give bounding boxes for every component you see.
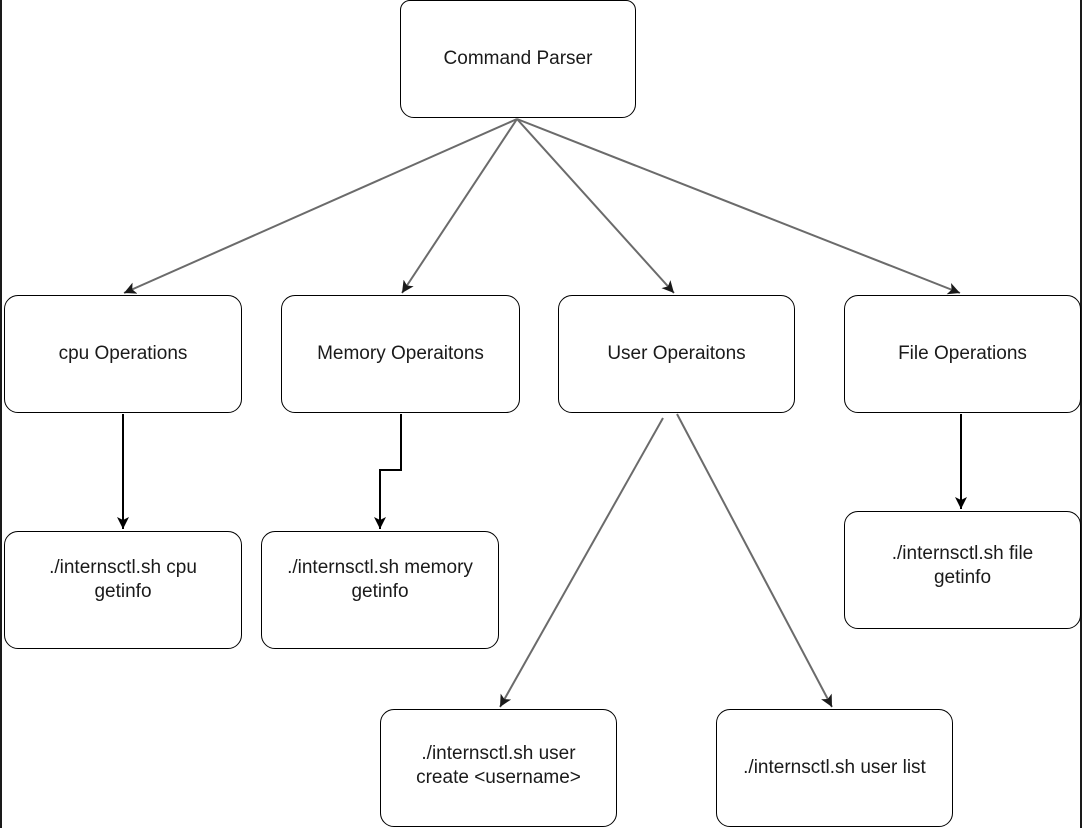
user-create-command-label: ./internsctl.sh user create <username> — [416, 743, 581, 788]
edge-user-to-create — [499, 417, 664, 708]
cpu-getinfo-command-label: ./internsctl.sh cpu getinfo — [49, 557, 197, 602]
memory-operations-node: Memory Operaitons — [281, 295, 520, 413]
edge-parser-to-user — [516, 118, 675, 294]
edge-memory-to-memory-cmd — [374, 414, 402, 529]
cpu-operations-node: cpu Operations — [4, 295, 242, 413]
user-operations-node: User Operaitons — [558, 295, 795, 413]
user-operations-label: User Operaitons — [607, 343, 746, 364]
edge-parser-to-cpu — [123, 118, 518, 294]
file-getinfo-command-node: ./internsctl.sh file getinfo — [844, 511, 1081, 629]
cpu-operations-label: cpu Operations — [58, 343, 188, 364]
command-parser-node: Command Parser — [400, 0, 636, 118]
memory-getinfo-command-node: ./internsctl.sh memory getinfo — [261, 531, 499, 649]
command-parser-label: Command Parser — [443, 48, 593, 69]
user-create-command-node: ./internsctl.sh user create <username> — [380, 709, 617, 827]
file-operations-label: File Operations — [898, 343, 1027, 364]
edge-user-to-list — [676, 413, 833, 708]
user-list-command-node: ./internsctl.sh user list — [716, 709, 953, 827]
file-getinfo-command-label: ./internsctl.sh file getinfo — [891, 543, 1034, 588]
file-operations-node: File Operations — [844, 295, 1081, 413]
user-list-command-label: ./internsctl.sh user list — [743, 757, 926, 778]
memory-operations-label: Memory Operaitons — [317, 343, 484, 364]
cpu-getinfo-command-node: ./internsctl.sh cpu getinfo — [4, 531, 242, 649]
edge-parser-to-memory — [401, 118, 518, 294]
memory-getinfo-command-label: ./internsctl.sh memory getinfo — [287, 557, 473, 602]
edge-parser-to-file — [516, 118, 961, 295]
